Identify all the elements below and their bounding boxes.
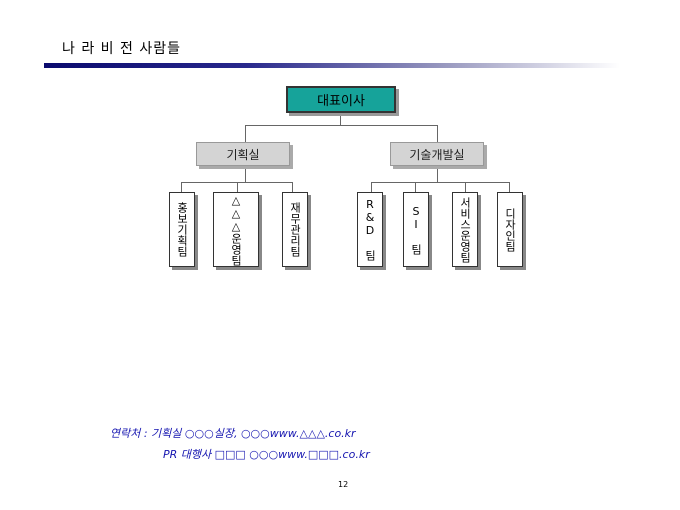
ceo-label: 대표이사 <box>317 94 365 109</box>
team-label: 서비스운영팀 <box>458 196 472 263</box>
team-label: 재무관리팀 <box>288 202 302 257</box>
connector-line <box>371 182 510 183</box>
connector-line <box>245 125 438 126</box>
connector-line <box>415 182 416 192</box>
connector-line <box>245 125 246 142</box>
slide-title: 나 라 비 전 사람들 <box>62 41 181 57</box>
team-pr-planning: 홍보기획팀 <box>169 192 195 267</box>
page-number: 12 <box>338 480 349 489</box>
team-rnd: R&D 팀 <box>357 192 383 267</box>
team-label: 디자인팀 <box>503 207 517 252</box>
contact-line-1: 연락처 : 기획실 ○○○실장, ○○○www.△△△.co.kr <box>110 427 356 440</box>
team-label: SI 팀 <box>409 204 423 255</box>
team-design: 디자인팀 <box>497 192 523 267</box>
ceo-box: 대표이사 <box>286 86 396 113</box>
dept-label: 기술개발실 <box>409 147 465 162</box>
connector-line <box>245 166 246 182</box>
dept-label: 기획실 <box>226 147 260 162</box>
team-operations: △△△운영팀 <box>213 192 259 267</box>
team-service-ops: 서비스운영팀 <box>452 192 478 267</box>
connector-line <box>292 182 293 192</box>
dept-tech-dev-box: 기술개발실 <box>390 142 484 166</box>
contact-line-2: PR 대행사 □□□ ○○○www.□□□.co.kr <box>163 448 370 461</box>
team-label: △△△운영팀 <box>229 193 243 266</box>
connector-line <box>340 113 341 126</box>
team-label: R&D 팀 <box>363 198 377 261</box>
connector-line <box>371 182 372 192</box>
connector-line <box>437 125 438 142</box>
title-underline <box>44 63 620 68</box>
dept-planning-box: 기획실 <box>196 142 290 166</box>
team-finance: 재무관리팀 <box>282 192 308 267</box>
team-si: SI 팀 <box>403 192 429 267</box>
connector-line <box>437 166 438 182</box>
connector-line <box>465 182 466 192</box>
team-label: 홍보기획팀 <box>175 202 189 257</box>
connector-line <box>237 182 238 192</box>
connector-line <box>509 182 510 192</box>
connector-line <box>181 182 182 192</box>
